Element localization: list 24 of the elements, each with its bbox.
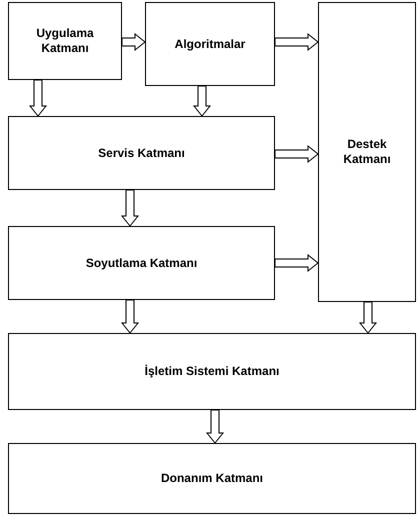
layer-label: Soyutlama Katmanı <box>86 256 198 270</box>
layer-box <box>318 2 416 302</box>
layer-box <box>8 333 416 410</box>
hollow-arrow <box>274 254 319 272</box>
layer-label: Donanım Katmanı <box>160 471 263 486</box>
hollow-arrow <box>274 144 319 164</box>
hollow-arrow <box>274 32 319 52</box>
hollow-arrow <box>122 32 146 52</box>
hollow-arrow <box>358 302 378 334</box>
layer-box <box>8 2 122 80</box>
layer-box <box>145 2 275 86</box>
layer-label: Uygulama Katmanı <box>35 26 95 56</box>
layer-label: İşletim Sistemi Katmanı <box>144 364 280 379</box>
layer-label: Servis Katmanı <box>98 146 185 160</box>
layer-label: Algoritmalar <box>174 36 246 52</box>
hollow-arrow <box>28 80 48 117</box>
layer-box <box>8 116 275 190</box>
hollow-arrow <box>120 300 140 334</box>
hollow-arrow <box>206 410 224 444</box>
layer-box <box>8 443 416 514</box>
layer-box <box>8 226 275 300</box>
hollow-arrow <box>120 190 140 227</box>
layer-label: Destek Katmanı <box>342 137 392 167</box>
hollow-arrow <box>192 86 212 117</box>
